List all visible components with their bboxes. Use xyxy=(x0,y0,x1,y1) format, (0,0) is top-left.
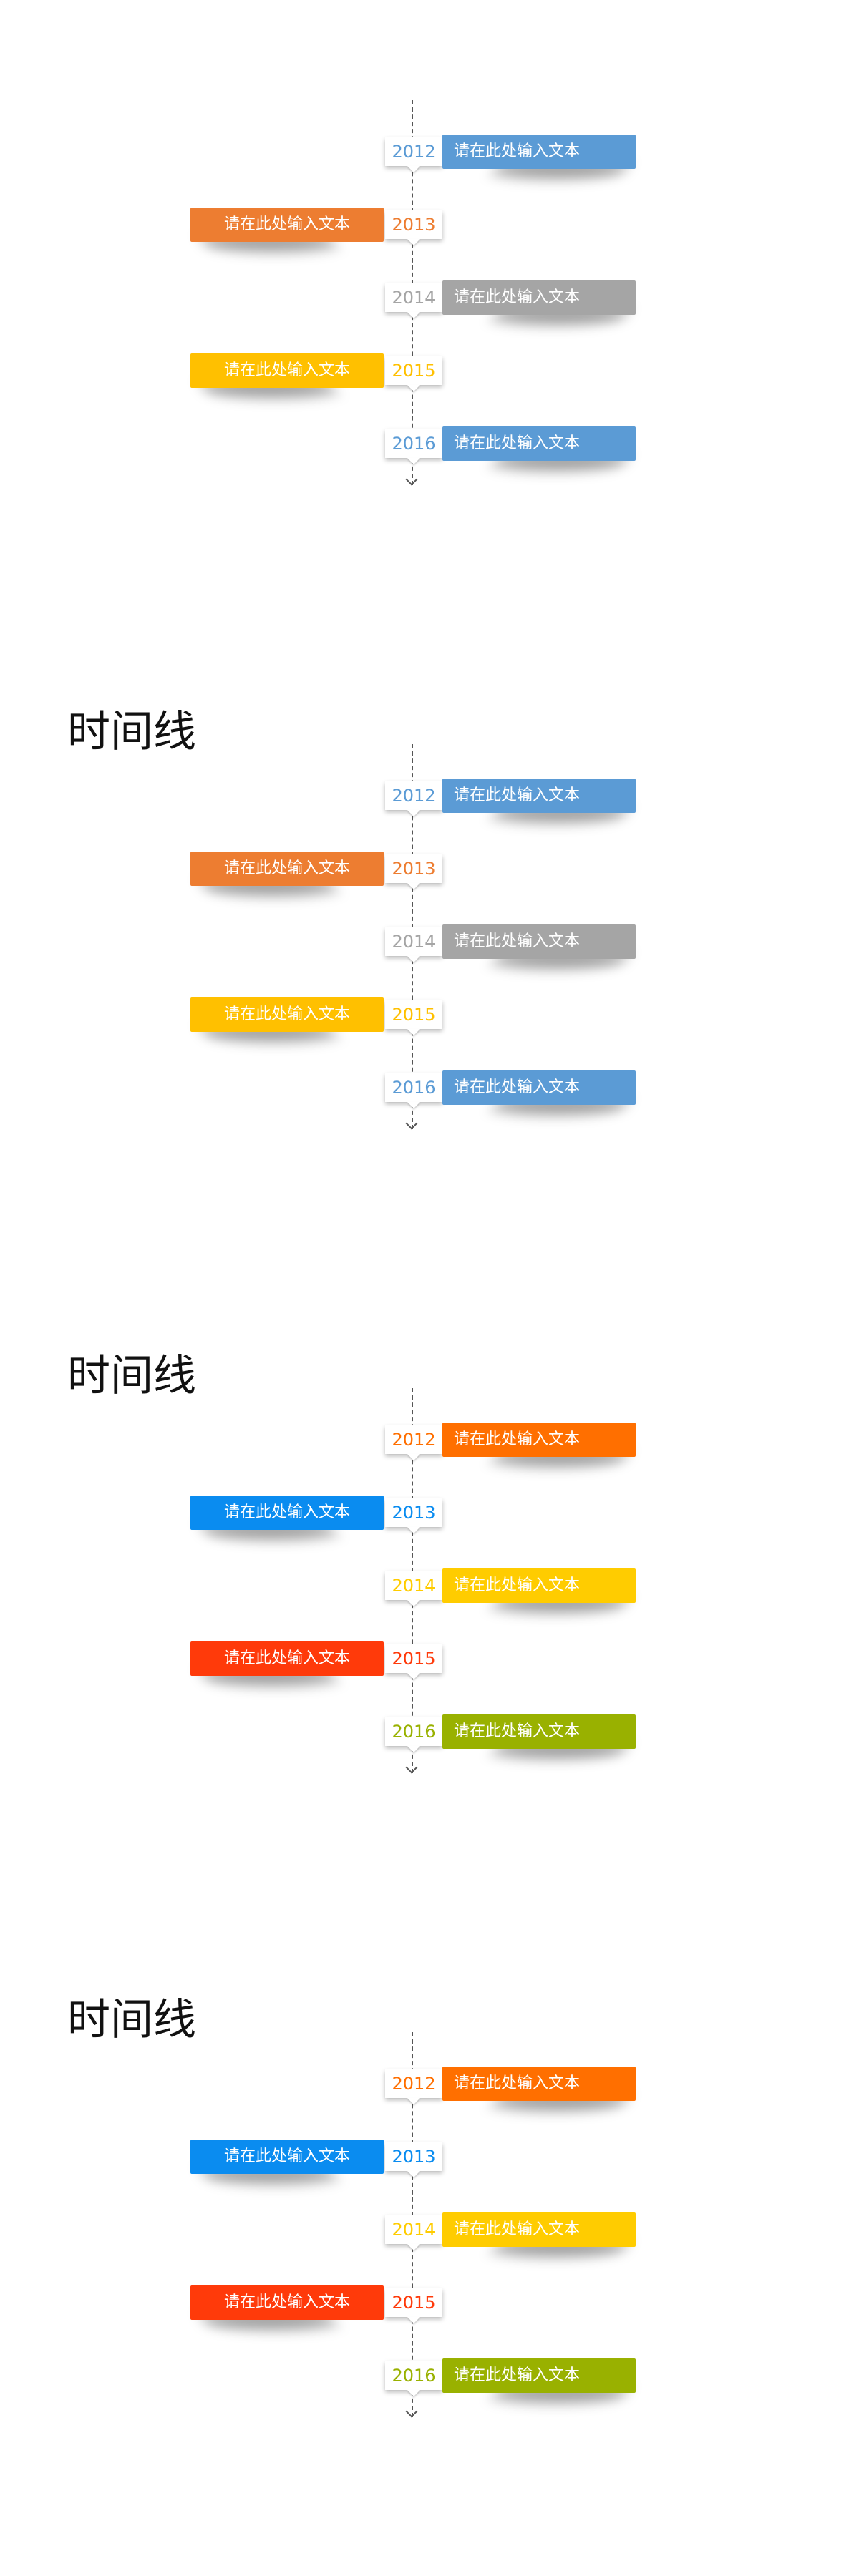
year-tag: 2016 xyxy=(385,429,442,458)
timeline-label-right: 请在此处输入文本 xyxy=(442,426,636,471)
slide-title: 时间线 xyxy=(67,707,196,757)
timeline-label-left: 请在此处输入文本 xyxy=(190,208,384,252)
year-tag: 2013 xyxy=(385,2142,442,2171)
year-tag: 2014 xyxy=(385,927,442,956)
timeline-label-text: 请在此处输入文本 xyxy=(442,779,636,813)
year-tag: 2013 xyxy=(385,854,442,883)
timeline-label-text: 请在此处输入文本 xyxy=(442,426,636,461)
timeline-label-text: 请在此处输入文本 xyxy=(190,997,384,1032)
year-tag: 2014 xyxy=(385,283,442,312)
timeline-label-right: 请在此处输入文本 xyxy=(442,2067,636,2111)
timeline-label-right: 请在此处输入文本 xyxy=(442,2212,636,2257)
timeline-label-right: 请在此处输入文本 xyxy=(442,2358,636,2403)
year-tag: 2012 xyxy=(385,781,442,810)
year-tag: 2016 xyxy=(385,1717,442,1746)
timeline-label-right: 请在此处输入文本 xyxy=(442,280,636,325)
year-tag: 2013 xyxy=(385,210,442,239)
year-tag: 2015 xyxy=(385,356,442,385)
timeline-label-text: 请在此处输入文本 xyxy=(442,2067,636,2101)
timeline-label-text: 请在此处输入文本 xyxy=(190,2140,384,2174)
timeline-label-text: 请在此处输入文本 xyxy=(442,1568,636,1603)
timeline-label-text: 请在此处输入文本 xyxy=(442,1070,636,1105)
year-tag: 2015 xyxy=(385,1644,442,1673)
timeline-label-text: 请在此处输入文本 xyxy=(442,2212,636,2247)
timeline-label-text: 请在此处输入文本 xyxy=(442,135,636,169)
timeline-label-left: 请在此处输入文本 xyxy=(190,2140,384,2184)
timeline-label-right: 请在此处输入文本 xyxy=(442,1714,636,1759)
year-tag: 2013 xyxy=(385,1498,442,1527)
timeline-label-text: 请在此处输入文本 xyxy=(442,1423,636,1457)
timeline-label-text: 请在此处输入文本 xyxy=(190,353,384,388)
year-tag: 2014 xyxy=(385,1571,442,1600)
timeline-label-text: 请在此处输入文本 xyxy=(190,852,384,886)
timeline-label-left: 请在此处输入文本 xyxy=(190,1496,384,1540)
arrow-down-icon xyxy=(405,2405,418,2418)
timeline-label-right: 请在此处输入文本 xyxy=(442,1423,636,1467)
year-tag: 2016 xyxy=(385,2361,442,2390)
timeline-label-text: 请在此处输入文本 xyxy=(190,1496,384,1530)
timeline-label-right: 请在此处输入文本 xyxy=(442,1568,636,1613)
year-tag: 2012 xyxy=(385,1425,442,1454)
timeline-label-left: 请在此处输入文本 xyxy=(190,2285,384,2330)
year-tag: 2016 xyxy=(385,1073,442,1102)
timeline-label-right: 请在此处输入文本 xyxy=(442,1070,636,1115)
timeline-label-left: 请在此处输入文本 xyxy=(190,997,384,1042)
timeline-label-text: 请在此处输入文本 xyxy=(190,2285,384,2320)
timeline-label-text: 请在此处输入文本 xyxy=(442,2358,636,2393)
timeline-label-right: 请在此处输入文本 xyxy=(442,779,636,823)
timeline-label-left: 请在此处输入文本 xyxy=(190,353,384,398)
timeline-label-left: 请在此处输入文本 xyxy=(190,852,384,896)
timeline-label-right: 请在此处输入文本 xyxy=(442,135,636,179)
timeline-label-left: 请在此处输入文本 xyxy=(190,1641,384,1686)
year-tag: 2014 xyxy=(385,2215,442,2244)
timeline-label-text: 请在此处输入文本 xyxy=(190,208,384,242)
arrow-down-icon xyxy=(405,1761,418,1774)
year-tag: 2012 xyxy=(385,137,442,166)
year-tag: 2015 xyxy=(385,1000,442,1029)
arrow-down-icon xyxy=(405,473,418,486)
arrow-down-icon xyxy=(405,1117,418,1130)
timeline-label-text: 请在此处输入文本 xyxy=(190,1641,384,1676)
timeline-label-text: 请在此处输入文本 xyxy=(442,1714,636,1749)
timeline-label-text: 请在此处输入文本 xyxy=(442,280,636,315)
timeline-label-text: 请在此处输入文本 xyxy=(442,924,636,959)
year-tag: 2015 xyxy=(385,2288,442,2317)
slide-title: 时间线 xyxy=(67,1995,196,2045)
slide-title: 时间线 xyxy=(67,1351,196,1401)
year-tag: 2012 xyxy=(385,2069,442,2098)
timeline-label-right: 请在此处输入文本 xyxy=(442,924,636,969)
